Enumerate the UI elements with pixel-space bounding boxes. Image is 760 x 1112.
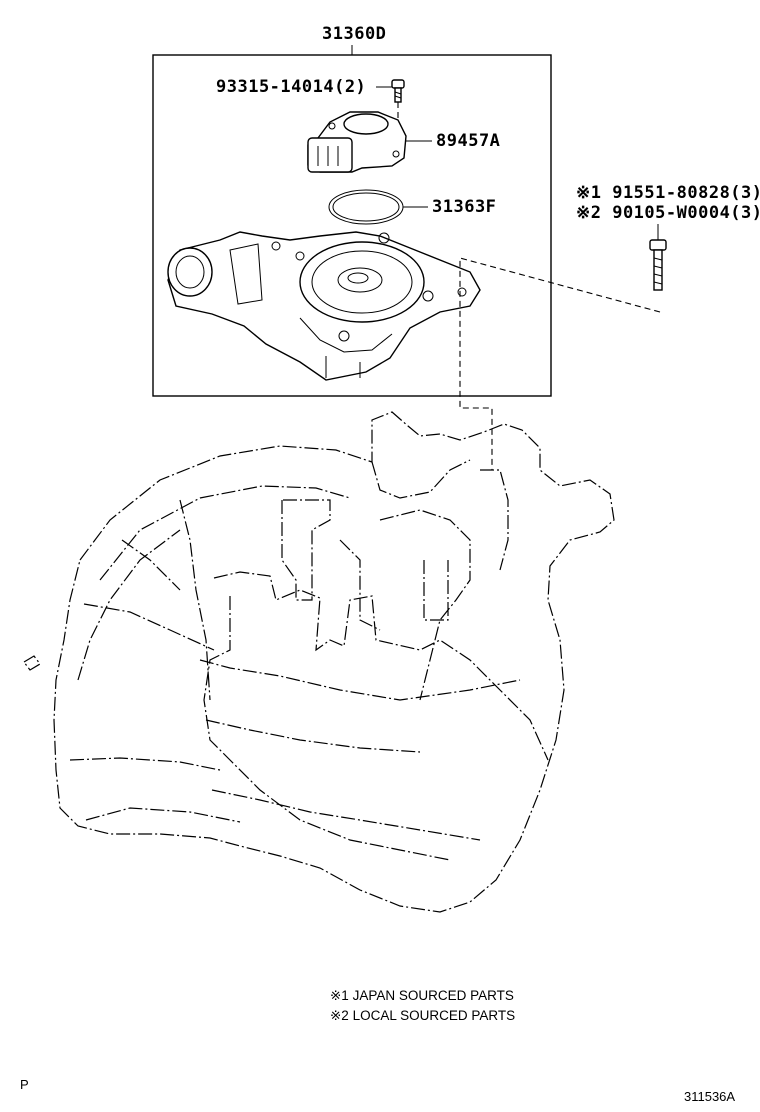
actuator-body-icon [167, 231, 481, 381]
o-ring-part-number: 31363F [432, 197, 497, 217]
sensor-part-number: 89457A [436, 131, 501, 151]
japan-bolt-part-number: ※1 91551-80828(3) [576, 183, 760, 203]
note-local-sourced: ※2 LOCAL SOURCED PARTS [330, 1008, 516, 1023]
small-bolt-part-number: 93315-14014(2) [216, 77, 367, 97]
local-bolt-part-number: ※2 90105-W0004(3) [576, 203, 760, 223]
corner-mark: P [20, 1077, 29, 1092]
transaxle-housing-icon [23, 411, 615, 913]
note-japan-sourced: ※1 JAPAN SOURCED PARTS [330, 988, 514, 1003]
small-bolt-icon [391, 79, 405, 103]
assembly-part-number: 31360D [322, 24, 387, 44]
illustration-code: 311536A [684, 1089, 736, 1104]
o-ring-icon [328, 189, 404, 225]
mount-path [459, 257, 661, 470]
long-bolt-icon [649, 239, 667, 291]
position-sensor-icon [307, 111, 407, 173]
